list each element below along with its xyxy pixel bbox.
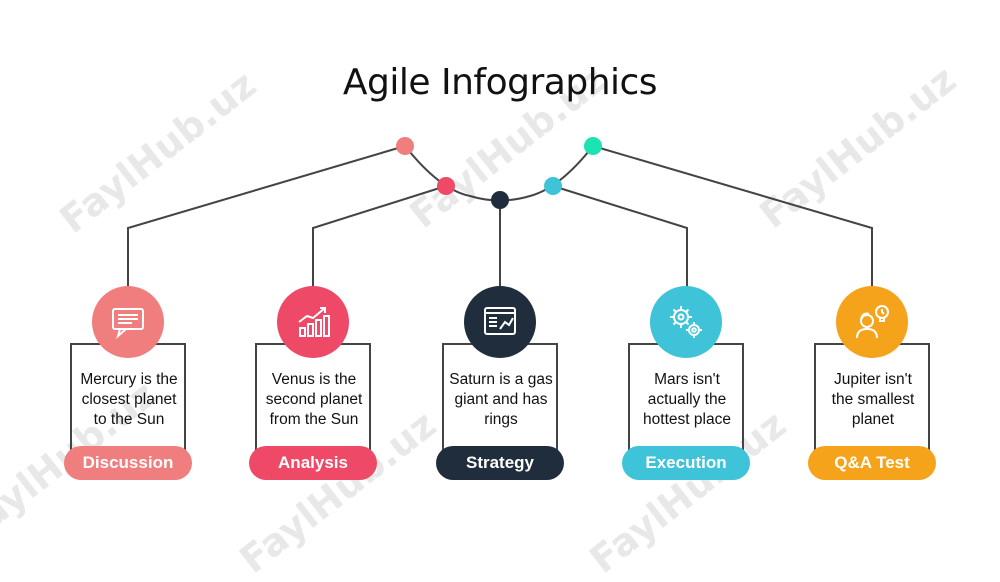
connector-qa-test [592,145,873,292]
stage-label-qa-test: Q&A Test [808,446,936,480]
stage-label-analysis: Analysis [249,446,377,480]
stage-label-discussion: Discussion [64,446,192,480]
speech-bubble-icon [112,308,144,339]
stage-icon-circle [92,286,164,358]
node-dot-salmon [396,137,414,155]
stage-icon-circle [836,286,908,358]
stage-label-strategy: Strategy [436,446,564,480]
dashboard-icon [484,307,516,335]
node-dot-pink [437,177,455,195]
node-dot-cyan [544,177,562,195]
connector-discussion [127,145,406,292]
gears-icon [670,306,702,338]
person-idea-icon [856,305,889,339]
stage-icon-circle [464,286,536,358]
growth-chart-icon [298,307,330,337]
stage-label-execution: Execution [622,446,750,480]
stage-icon-circle [277,286,349,358]
connector-execution [552,185,688,292]
page-title: Agile Infographics [342,62,658,103]
connector-analysis [312,185,447,292]
connector-diagram [127,137,873,292]
node-dot-navy [491,191,509,209]
stage-icon-circle [650,286,722,358]
node-dot-teal [584,137,602,155]
